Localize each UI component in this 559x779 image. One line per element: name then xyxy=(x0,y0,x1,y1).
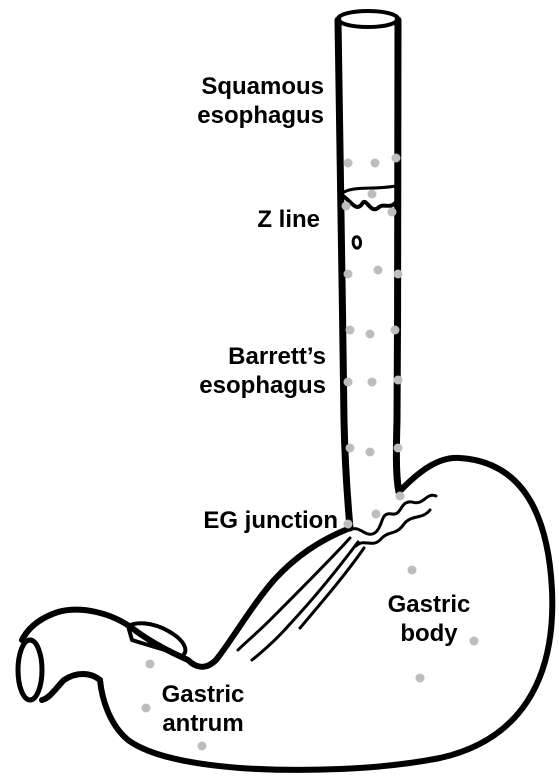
sample-dot xyxy=(394,270,403,279)
label-barretts-esophagus: Barrett’s esophagus xyxy=(160,342,326,400)
sample-dot xyxy=(372,510,381,519)
label-line: Gastric xyxy=(374,590,484,619)
stomach-fold-2 xyxy=(252,542,358,660)
label-line: body xyxy=(374,619,484,648)
pylorus-opening xyxy=(18,640,42,700)
sample-dot xyxy=(408,566,417,575)
z-line-fragment xyxy=(353,237,360,248)
label-line: Squamous xyxy=(160,72,324,101)
label-z-line: Z line xyxy=(200,205,320,234)
label-line: esophagus xyxy=(160,371,326,400)
label-line: Barrett’s xyxy=(160,342,326,371)
stomach-fold-3 xyxy=(300,548,364,628)
label-gastric-antrum: Gastric antrum xyxy=(148,680,258,738)
label-eg-junction: EG junction xyxy=(150,506,338,535)
sample-dot xyxy=(371,159,380,168)
label-line: esophagus xyxy=(160,101,324,130)
sample-dot xyxy=(394,376,403,385)
sample-dot xyxy=(396,492,405,501)
sample-dot xyxy=(346,444,355,453)
sample-dot xyxy=(344,520,353,529)
esophagus-right-wall xyxy=(396,20,399,492)
esophagus-top-opening xyxy=(338,11,398,27)
z-line-boundary xyxy=(343,196,396,209)
sample-dot xyxy=(368,190,377,199)
sample-dot xyxy=(146,660,155,669)
label-line: Z line xyxy=(200,205,320,234)
label-line: Gastric xyxy=(148,680,258,709)
sample-dot xyxy=(391,326,400,335)
stomach-fold-1 xyxy=(238,538,350,650)
antrum-upper-edge xyxy=(22,610,188,660)
sample-dot xyxy=(366,330,375,339)
sample-dot xyxy=(388,208,397,217)
antrum-lower-edge xyxy=(42,674,100,700)
sample-dot xyxy=(344,378,353,387)
sample-dot xyxy=(392,154,401,163)
label-line: EG junction xyxy=(150,506,338,535)
sample-dot xyxy=(368,378,377,387)
sample-dot xyxy=(342,202,351,211)
sample-dot xyxy=(346,326,355,335)
sample-dot xyxy=(366,448,375,457)
sample-dot xyxy=(416,674,425,683)
sample-dot xyxy=(344,270,353,279)
label-gastric-body: Gastric body xyxy=(374,590,484,648)
sample-dot xyxy=(344,159,353,168)
label-squamous-esophagus: Squamous esophagus xyxy=(160,72,324,130)
eg-junction-folds xyxy=(350,495,436,546)
label-line: antrum xyxy=(148,709,258,738)
sample-dot xyxy=(198,742,207,751)
sample-dot xyxy=(394,444,403,453)
sample-dot xyxy=(374,266,383,275)
